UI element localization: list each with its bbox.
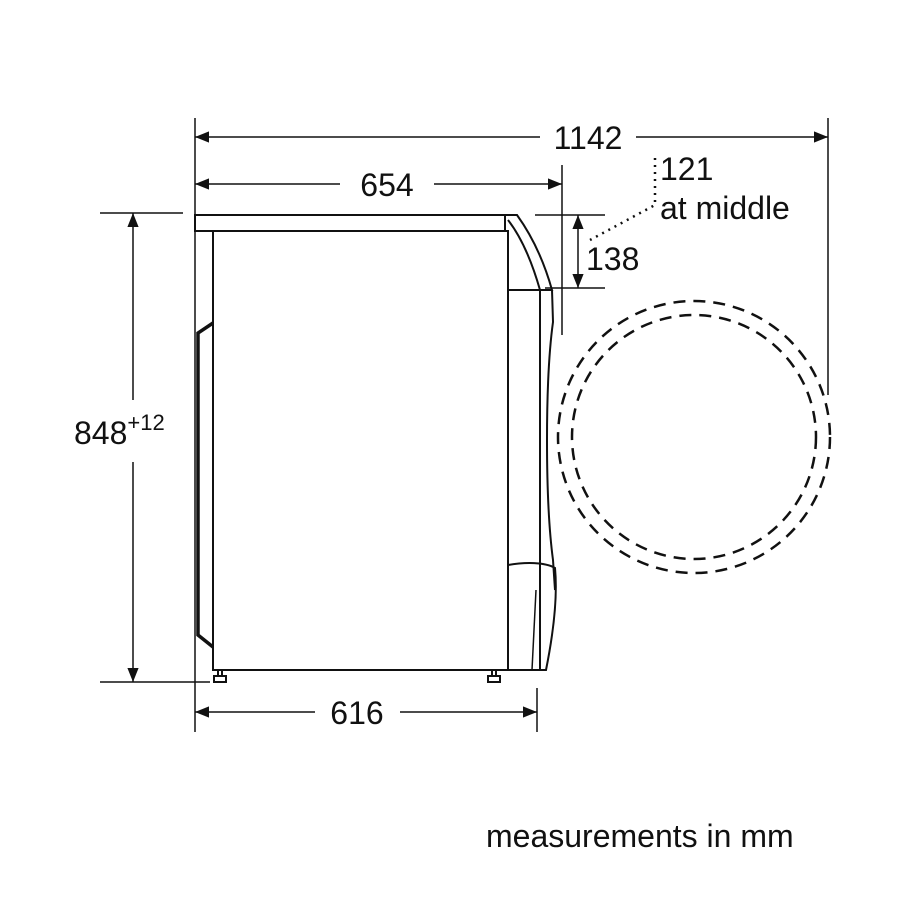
door-swing-inner — [570, 313, 818, 561]
dimension-body-depth: 654 — [195, 167, 562, 203]
dimension-base-depth: 616 — [195, 695, 537, 731]
lower-panel — [507, 562, 557, 671]
back-bulge — [196, 321, 215, 649]
front-panel — [505, 214, 554, 291]
foot-right — [487, 670, 501, 683]
footer-note: measurements in mm — [486, 818, 794, 854]
top-plate — [194, 214, 506, 232]
dimension-total-depth: 1142 — [195, 120, 828, 156]
door — [546, 289, 556, 591]
label-height: 848+12 — [74, 410, 165, 451]
extension-lines — [100, 118, 829, 732]
label-top-offset: 138 — [586, 241, 639, 277]
dimension-height: 848+12 — [74, 213, 165, 682]
door-swing-outer — [556, 299, 832, 575]
dimension-top-offset: 138 — [572, 215, 639, 288]
machine-body — [212, 230, 509, 671]
label-door-value: 121 — [660, 151, 713, 187]
label-total-depth: 1142 — [554, 120, 623, 156]
label-body-depth: 654 — [360, 167, 413, 203]
foot-left — [213, 670, 227, 683]
label-door-text: at middle — [660, 190, 790, 226]
machine-side-view — [194, 214, 557, 683]
label-base-depth: 616 — [330, 695, 383, 731]
door-note: 121 at middle — [589, 151, 790, 242]
